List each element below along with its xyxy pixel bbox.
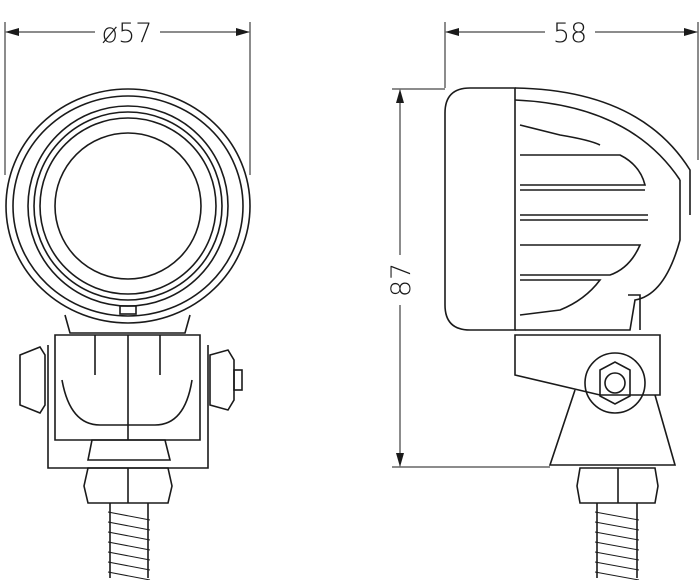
front-diameter-dimension: ø57 (4, 18, 251, 175)
side-view-lamp (444, 87, 691, 331)
side-bracket (514, 334, 677, 466)
front-diameter-label: ø57 (102, 18, 153, 49)
side-bolt (576, 467, 659, 580)
side-depth-label: 58 (553, 18, 587, 49)
side-height-label: 87 (386, 263, 417, 297)
left-nut (19, 346, 46, 414)
right-nut (209, 349, 235, 411)
side-height-dimension: 87 (386, 88, 550, 468)
lens (54, 132, 202, 280)
front-bolt (83, 467, 173, 580)
front-bracket (19, 334, 243, 469)
front-view-lamp (5, 88, 251, 334)
side-nut (599, 361, 631, 405)
side-depth-dimension: 58 (444, 18, 699, 160)
